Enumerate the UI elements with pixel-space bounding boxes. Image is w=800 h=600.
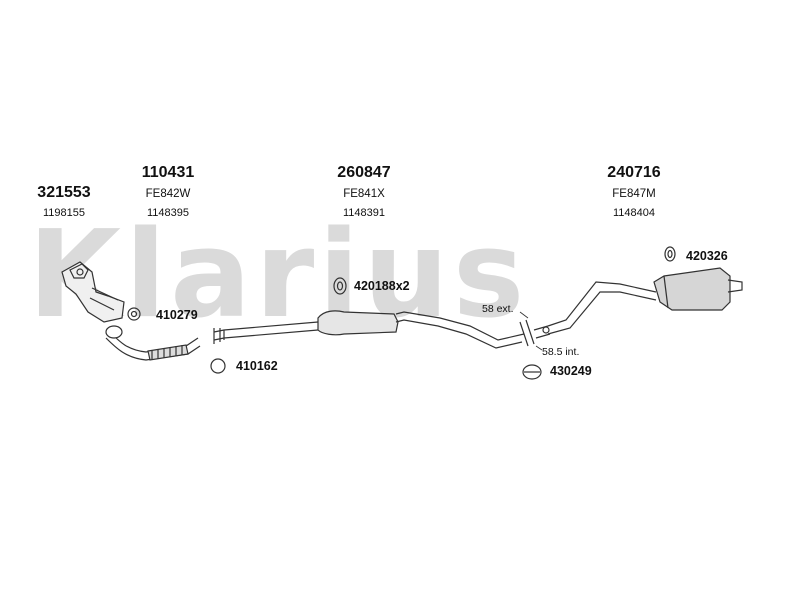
label-clamp: 430249 [550,364,592,378]
label-rubber-mount-center: 420188x2 [354,279,410,293]
code-col4: FE847M [612,188,656,200]
code-col3: FE841X [343,188,385,200]
joint-marks [519,319,551,347]
middle-silencer-pipe [213,310,525,349]
label-flange-gasket: 410279 [156,308,198,322]
rubber-mount-rear-drawing [664,246,676,262]
gasket-ring-drawing [210,358,226,374]
part-number-col3: 260847 [337,164,391,181]
reference-col1: 1198155 [42,207,85,219]
part-number-col2: 110431 [141,164,195,181]
code-col2: FE842W [145,188,191,200]
measurement-external: 58 ext. [482,303,514,315]
rubber-mount-center-drawing [333,277,347,295]
rear-silencer-pipe [547,267,743,335]
measurement-internal: 58.5 int. [542,346,580,358]
label-rubber-mount-rear: 420326 [686,249,728,263]
reference-col2: 1148395 [146,207,189,219]
front-pipe [105,325,201,361]
reference-col4: 1148404 [612,207,655,219]
part-number-col1: 321553 [37,184,91,201]
label-gasket-ring: 410162 [236,359,278,373]
catalytic-converter [61,261,125,323]
flange-gasket-drawing [127,307,141,321]
clamp-drawing [522,364,542,380]
part-number-col4: 240716 [607,164,661,181]
reference-col3: 1148391 [342,207,385,219]
